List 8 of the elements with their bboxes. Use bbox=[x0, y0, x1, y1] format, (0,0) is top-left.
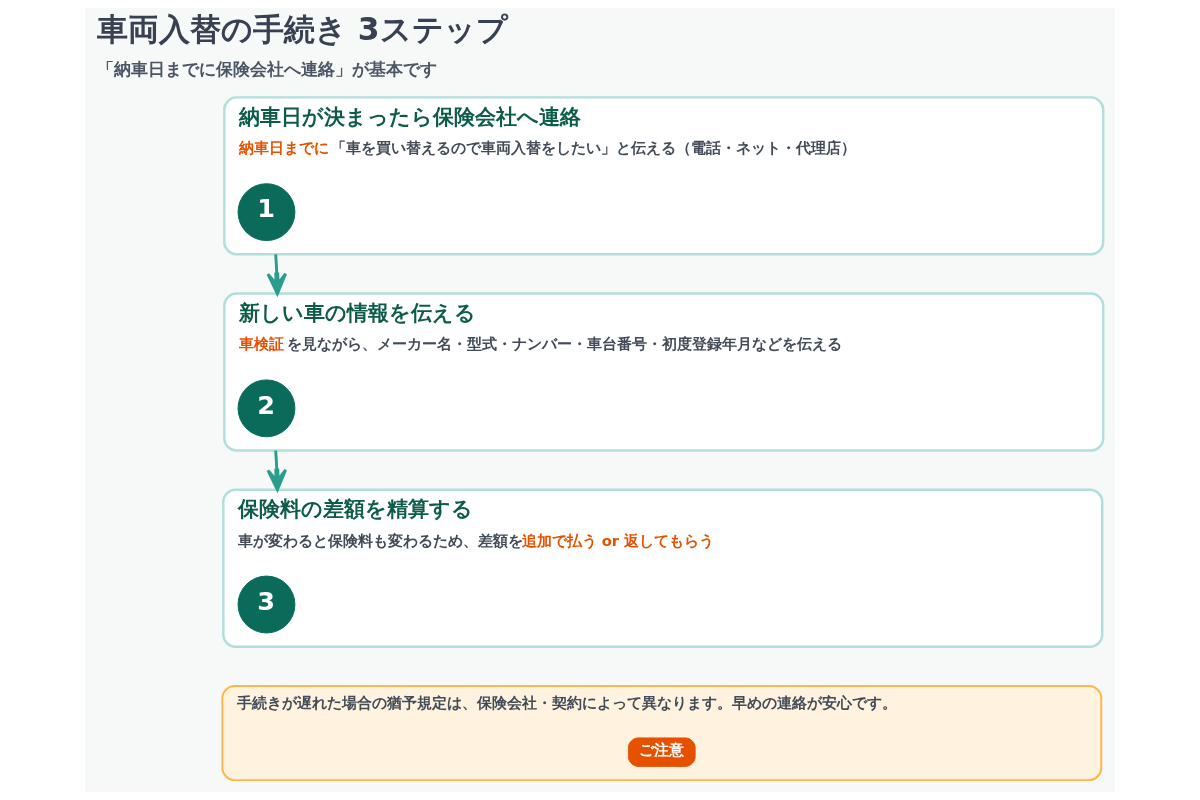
diagram-title: 車両入替の手続き 3ステップ bbox=[96, 11, 508, 48]
arrow bbox=[266, 254, 288, 296]
arrow bbox=[266, 450, 288, 492]
node-circle: 1 bbox=[237, 183, 296, 242]
node-circle: 2 bbox=[237, 379, 296, 438]
label: 「納車日までに保険会社へ連絡」が基本です bbox=[96, 59, 437, 79]
node-box: ご注意 bbox=[627, 737, 696, 767]
node-circle: 3 bbox=[237, 575, 296, 634]
